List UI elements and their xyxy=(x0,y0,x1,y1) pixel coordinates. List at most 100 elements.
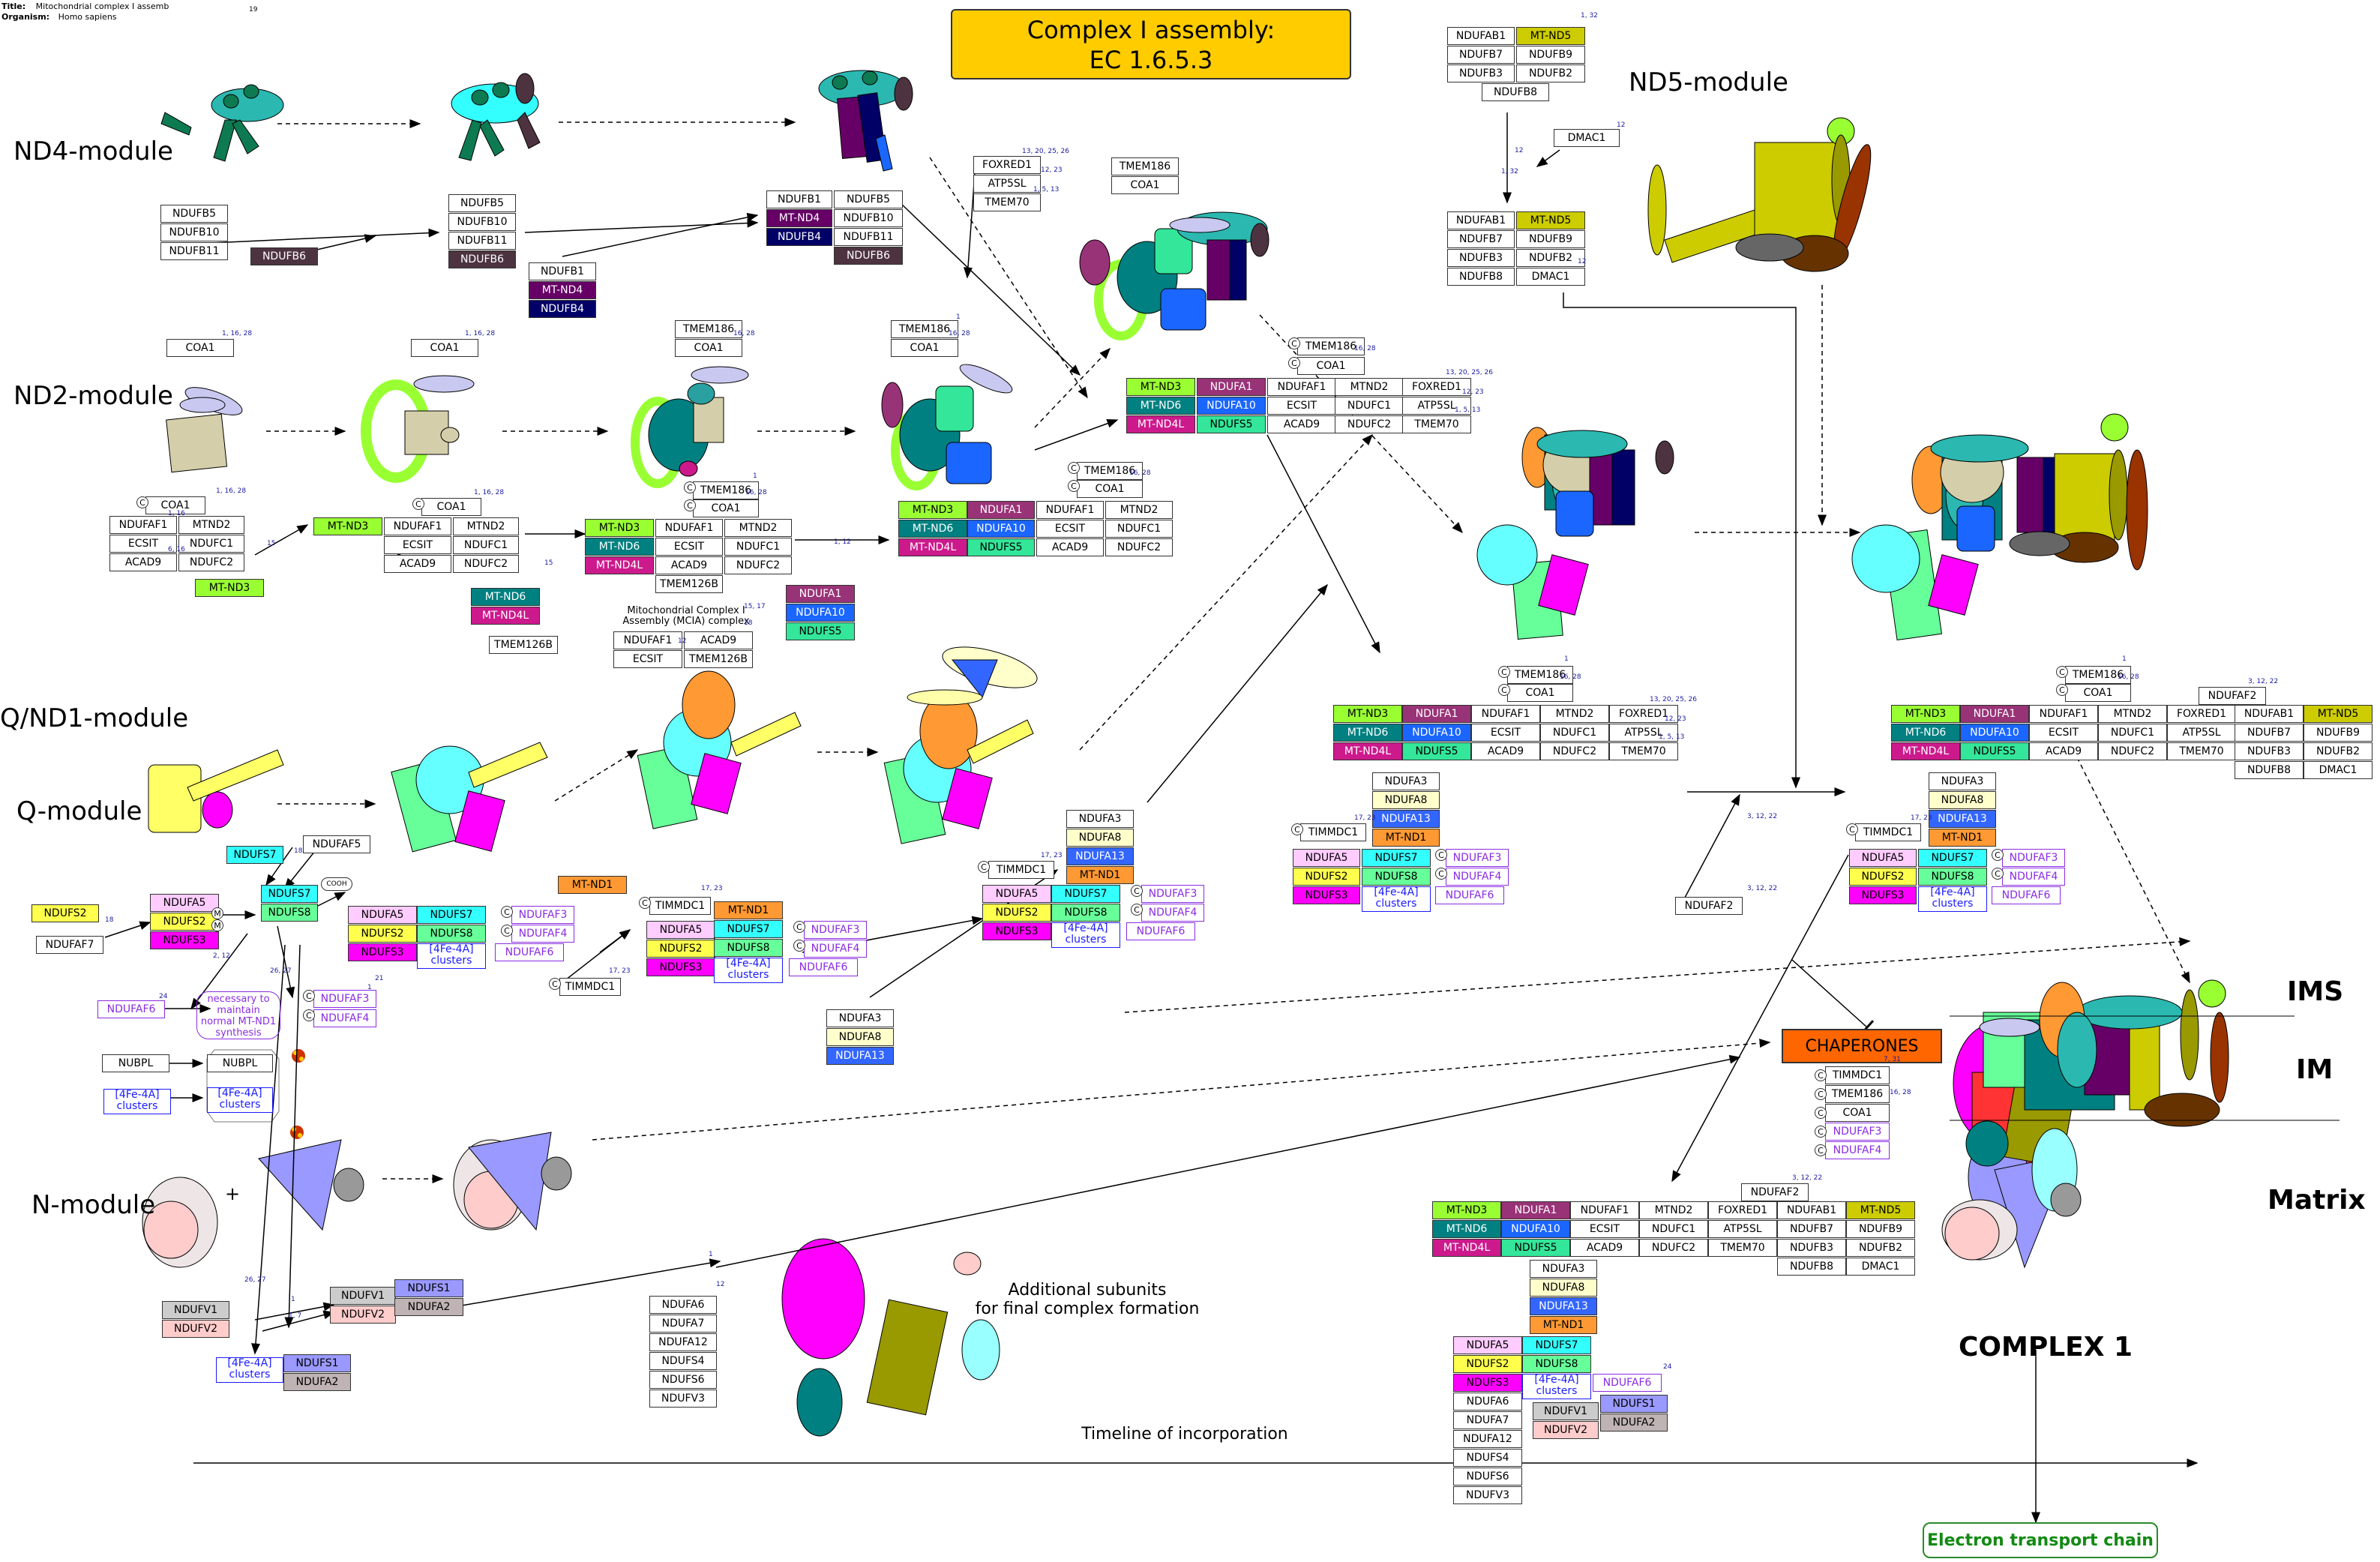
protein-nubpl-label: NUBPL xyxy=(102,1054,169,1072)
protein-foxred1-label: FOXRED1 xyxy=(1609,705,1678,723)
reference-number: 12, 23 xyxy=(1665,715,1686,723)
protein-ecsit-label: ECSIT xyxy=(109,535,177,553)
protein-ndufs6-label: NDUFS6 xyxy=(649,1371,717,1389)
fe-s-clusters-label: [4Fe-4A]clusters xyxy=(714,958,783,983)
protein-tmem126b-label: TMEM126B xyxy=(684,650,753,668)
chaperone-c-marker: C xyxy=(684,481,696,493)
protein-coa1-label: COA1 xyxy=(166,339,234,357)
fe-s-clusters-label: [4Fe-4A]clusters xyxy=(216,1357,283,1383)
protein-mt-nd6-label: MT-ND6 xyxy=(898,520,967,538)
matrix-region-label: Matrix xyxy=(2268,1185,2366,1216)
reference-number: 1 xyxy=(753,472,757,480)
protein-ndufc1-label: NDUFC1 xyxy=(453,536,519,554)
protein-timmdc1-label: TIMMDC1 xyxy=(1300,823,1366,841)
protein-ndufaf3-label: NDUFAF3 xyxy=(1446,849,1509,867)
chaperone-c-marker: C xyxy=(1815,1088,1827,1100)
protein-ndufb1-label: NDUFB1 xyxy=(529,262,596,280)
protein-ndufa1-label: NDUFA1 xyxy=(1197,378,1266,396)
protein-ecsit-label: ECSIT xyxy=(2029,724,2098,742)
fe-s-clusters-label: [4Fe-4A]clusters xyxy=(1051,922,1120,948)
protein-ndufb7-label: NDUFB7 xyxy=(2235,724,2304,742)
protein-nubpl-label: NUBPL xyxy=(207,1054,273,1072)
protein-ndufb7-label: NDUFB7 xyxy=(1447,230,1515,248)
protein-mt-nd4l-label: MT-ND4L xyxy=(1891,742,1960,760)
reference-number: 7, 31 xyxy=(1884,1056,1901,1063)
protein-ndufa8-label: NDUFA8 xyxy=(1372,791,1440,809)
chaperone-c-marker: C xyxy=(412,498,424,510)
protein-ndufs3-label: NDUFS3 xyxy=(1453,1374,1522,1392)
fe-s-cluster-text: [4Fe-4A] xyxy=(726,958,771,970)
reference-number: 12 xyxy=(1578,258,1587,265)
protein-ndufa5-label: NDUFA5 xyxy=(150,894,219,912)
protein-ndufaf1-label: NDUFAF1 xyxy=(1267,378,1336,396)
electron-transport-chain-box[interactable]: Electron transport chain xyxy=(1923,1522,2158,1558)
protein-ndufaf6-label: NDUFAF6 xyxy=(789,958,858,976)
nd2-module-label: ND2-module xyxy=(13,381,173,411)
nd2-protein-shape-1 xyxy=(166,387,243,473)
protein-ndufs8-label: NDUFS8 xyxy=(1918,868,1987,886)
protein-ndufaf4-label: NDUFAF4 xyxy=(804,940,867,958)
mcia-complex-label: Mitochondrial Complex I Assembly (MCIA) … xyxy=(607,606,765,627)
protein-mtnd2-label: MTND2 xyxy=(2098,705,2167,723)
chaperone-c-marker: C xyxy=(549,978,561,990)
protein-ndufa10-label: NDUFA10 xyxy=(1960,724,2029,742)
protein-ndufa3-label: NDUFA3 xyxy=(1530,1260,1597,1278)
reference-number: 16, 28 xyxy=(2118,673,2139,681)
nd4-protein-shape-1 xyxy=(160,84,284,162)
protein-ndufa2-label: NDUFA2 xyxy=(283,1373,351,1391)
clusters-text: clusters xyxy=(116,1100,158,1112)
protein-mtnd2-label: MTND2 xyxy=(1639,1201,1708,1219)
clusters-text: clusters xyxy=(1375,898,1417,910)
protein-ndufa10-label: NDUFA10 xyxy=(786,604,855,622)
protein-mt-nd3-label: MT-ND3 xyxy=(1891,705,1960,723)
protein-ndufa8-label: NDUFA8 xyxy=(1066,829,1134,847)
chaperone-c-marker: C xyxy=(136,496,148,508)
protein-ndufv3-label: NDUFV3 xyxy=(649,1390,717,1408)
protein-ndufab1-label: NDUFAB1 xyxy=(1447,27,1515,45)
protein-ndufa1-label: NDUFA1 xyxy=(1501,1201,1570,1219)
chaperone-c-marker: C xyxy=(793,921,805,933)
protein-ndufb3-label: NDUFB3 xyxy=(2235,742,2304,760)
protein-ndufa5-label: NDUFA5 xyxy=(1293,849,1360,867)
complex-i-final-shape xyxy=(1941,979,2340,1269)
protein-ndufa10-label: NDUFA10 xyxy=(1501,1220,1570,1238)
protein-ndufb10-label: NDUFB10 xyxy=(160,223,228,241)
reference-number: 17, 23 xyxy=(1354,814,1376,822)
nd5-module-label: ND5-module xyxy=(1629,67,1788,97)
protein-mtnd2-label: MTND2 xyxy=(1540,705,1609,723)
reference-number: 18 xyxy=(744,619,753,627)
reference-number: 16, 28 xyxy=(1890,1089,1911,1096)
protein-ndufs8-label: NDUFS8 xyxy=(261,904,318,922)
qnd1-protein-shape-1 xyxy=(637,670,802,829)
protein-ndufa12-label: NDUFA12 xyxy=(649,1333,717,1351)
reference-number: 1, 16, 28 xyxy=(474,489,505,496)
protein-mt-nd1-label: MT-ND1 xyxy=(558,876,627,894)
chaperone-c-marker: C xyxy=(501,925,513,937)
reference-number: 15, 17 xyxy=(744,603,766,610)
protein-ndufc2-label: NDUFC2 xyxy=(1639,1239,1708,1257)
protein-tmem186-label: TMEM186 xyxy=(1507,666,1573,684)
protein-ndufs3-label: NDUFS3 xyxy=(1849,886,1917,904)
reference-number: 12, 23 xyxy=(1041,166,1063,174)
protein-acad9-label: ACAD9 xyxy=(1570,1239,1639,1257)
protein-ndufaf4-label: NDUFAF4 xyxy=(2002,868,2065,886)
protein-ndufaf1-label: NDUFAF1 xyxy=(384,517,451,535)
protein-mtnd2-label: MTND2 xyxy=(453,517,519,535)
protein-timmdc1-label: TIMMDC1 xyxy=(649,897,711,915)
reference-number: 1 xyxy=(2122,655,2127,663)
protein-dmac1-label: DMAC1 xyxy=(1846,1258,1915,1276)
protein-mt-nd6-label: MT-ND6 xyxy=(585,538,654,556)
protein-ndufs8-label: NDUFS8 xyxy=(714,939,783,957)
protein-ndufs7-label: NDUFS7 xyxy=(417,906,486,924)
clusters-text: clusters xyxy=(1536,1385,1578,1397)
chaperone-c-marker: C xyxy=(1815,1144,1827,1156)
protein-tmem126b-label: TMEM126B xyxy=(489,636,558,654)
protein-foxred1-label: FOXRED1 xyxy=(2167,705,2236,723)
reference-number: 13, 20, 25, 26 xyxy=(1446,369,1493,376)
protein-ndufaf1-label: NDUFAF1 xyxy=(1570,1201,1639,1219)
reference-number: 1, 16, 28 xyxy=(216,487,247,495)
protein-acad9-label: ACAD9 xyxy=(1267,415,1336,433)
protein-ndufaf1-label: NDUFAF1 xyxy=(2029,705,2098,723)
